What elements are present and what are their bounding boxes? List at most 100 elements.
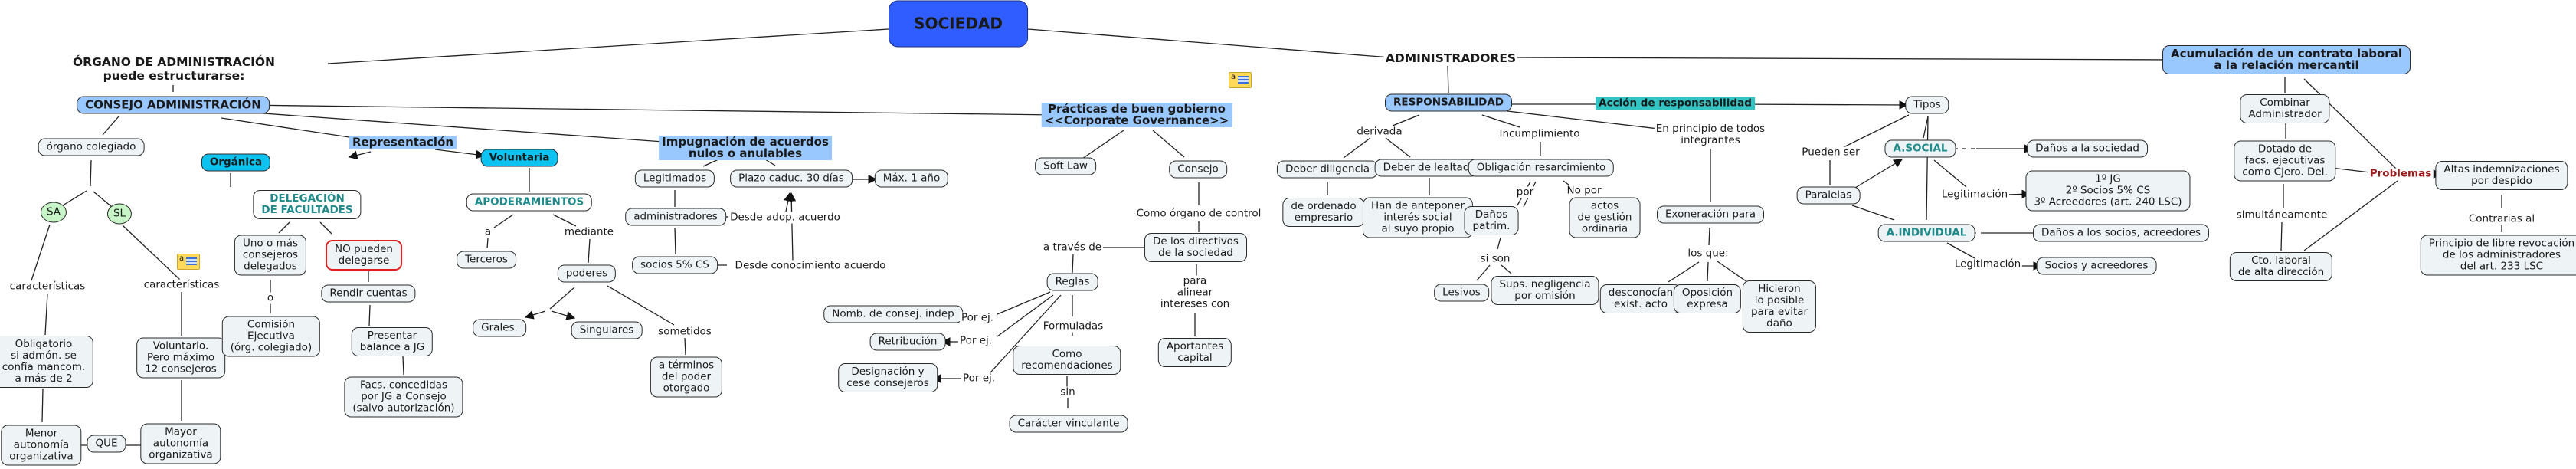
node-combinar-administrador[interactable]: Combinar Administrador — [2240, 94, 2330, 123]
node-altas-indemnizaciones[interactable]: Altas indemnizaciones por despido — [2435, 161, 2568, 190]
node-administradores-legitimados[interactable]: administradores — [625, 208, 726, 226]
node-caracter-vinculante[interactable]: Carácter vinculante — [1009, 415, 1128, 433]
node-han-de-anteponer[interactable]: Han de anteponer interés social al suyo … — [1362, 197, 1474, 238]
node-apoderamientos[interactable]: APODERAMIENTOS — [466, 193, 593, 212]
link — [764, 159, 776, 166]
link — [122, 225, 182, 281]
node-danos-patrimoniales[interactable]: Daños patrim. — [1464, 206, 1519, 235]
link — [434, 149, 486, 159]
node-sups-negligencia[interactable]: Sups. negligencia por omisión — [1491, 276, 1599, 305]
node-plazo-caducidad[interactable]: Plazo caduc. 30 días — [730, 169, 853, 188]
label-en-principio: En principio de todos integrantes — [1654, 123, 1767, 146]
node-organo-colegiado[interactable]: órgano colegiado — [38, 138, 145, 156]
node-danos-sociedad[interactable]: Daños a la sociedad — [2027, 139, 2148, 158]
annotation-note-icon[interactable]: a — [1229, 72, 1252, 88]
link — [41, 388, 44, 423]
label-incumplimiento: Incumplimiento — [1497, 127, 1582, 140]
node-oposicion-expresa[interactable]: Oposición expresa — [1673, 284, 1742, 313]
link — [1668, 261, 1700, 283]
annotation-note-icon[interactable]: a — [177, 254, 200, 270]
node-obligacion-resarcimiento[interactable]: Obligación resarcimiento — [1468, 159, 1615, 177]
node-desconocian[interactable]: desconocían exist. acto — [1599, 284, 1682, 313]
node-principio-libre-revocacion[interactable]: Principio de libre revocación de los adm… — [2420, 235, 2576, 276]
node-poderes[interactable]: poderes — [557, 264, 617, 283]
node-tipos[interactable]: Tipos — [1905, 96, 1949, 114]
node-paralelas[interactable]: Paralelas — [1796, 186, 1861, 205]
link — [1732, 100, 1909, 110]
link — [1343, 137, 1371, 159]
node-terceros[interactable]: Terceros — [457, 251, 516, 269]
node-menor-autonomia[interactable]: Menor autonomía organizativa — [1, 425, 82, 466]
link — [787, 192, 797, 261]
node-legitimados[interactable]: Legitimados — [634, 169, 715, 188]
node-voluntario[interactable]: Voluntario. Pero máximo 12 consejeros — [136, 337, 225, 379]
node-nombramiento-consejeros[interactable]: Nomb. de consej. indep — [823, 305, 963, 323]
node-hicieron-lo-posible[interactable]: Hicieron lo posible para evitar daño — [1742, 280, 1817, 333]
node-retribucion[interactable]: Retribución — [869, 333, 946, 351]
node-obligatorio[interactable]: Obligatorio si admón. se confía mancom. … — [0, 336, 94, 388]
label-legitimacion: Legitimación — [1939, 188, 2010, 201]
node-deber-diligencia[interactable]: Deber diligencia — [1276, 160, 1379, 179]
node-consejo[interactable]: Consejo — [1169, 160, 1227, 179]
node-danos-socios[interactable]: Daños a los socios, acreedores — [2032, 224, 2210, 242]
node-como-recomendaciones[interactable]: Como recomendaciones — [1013, 346, 1121, 375]
node-singulares[interactable]: Singulares — [571, 321, 643, 339]
node-uno-o-mas[interactable]: Uno o más consejeros delegados — [234, 235, 307, 276]
label-contrarias-al: Contrarias al — [2466, 212, 2537, 225]
node-a-individual[interactable]: A.INDIVIDUAL — [1877, 224, 1975, 242]
node-acumulacion-contrato[interactable]: Acumulación de un contrato laboral a la … — [2162, 45, 2411, 74]
node-deber-lealtad[interactable]: Deber de lealtad — [1374, 159, 1478, 177]
link — [2303, 78, 2397, 169]
node-organica[interactable]: Orgánica — [201, 153, 271, 172]
link — [784, 192, 793, 212]
node-no-pueden-delegarse[interactable]: NO pueden delegarse — [326, 240, 402, 271]
root-node-sociedad[interactable]: SOCIEDAD — [889, 0, 1028, 48]
label-sin: sin — [1059, 385, 1077, 398]
node-de-ordenado-empresario[interactable]: de ordenado empresario — [1282, 198, 1365, 227]
node-delegacion-facultades[interactable]: DELEGACIÓN DE FACULTADES — [253, 190, 362, 219]
node-sl[interactable]: SL — [106, 203, 133, 225]
node-facs-concedidas[interactable]: Facs. concedidas por JG a Consejo (salvo… — [344, 376, 463, 418]
node-socios-acreedores[interactable]: Socios y acreedores — [2036, 257, 2157, 275]
node-dotado-facs[interactable]: Dotado de facs. ejecutivas como Cjero. D… — [2234, 140, 2336, 182]
link — [1385, 137, 1411, 158]
node-reglas[interactable]: Reglas — [1046, 273, 1098, 291]
node-socios-5[interactable]: socios 5% CS — [632, 256, 718, 274]
node-exoneracion[interactable]: Exoneración para — [1657, 205, 1764, 224]
node-voluntaria[interactable]: Voluntaria — [480, 149, 558, 167]
link — [1707, 261, 1709, 282]
link — [1082, 130, 1124, 159]
node-actos-gestion-ordinaria[interactable]: actos de gestión ordinaria — [1569, 197, 1641, 238]
node-presentar-balance[interactable]: Presentar balance a JG — [351, 327, 434, 356]
node-grales[interactable]: Grales. — [473, 319, 526, 337]
node-a-social[interactable]: A.SOCIAL — [1884, 139, 1956, 158]
node-mayor-autonomia[interactable]: Mayor autonomía organizativa — [140, 423, 221, 464]
node-aportantes-capital[interactable]: Aportantes capital — [1157, 338, 1232, 367]
node-responsabilidad[interactable]: RESPONSABILIDAD — [1385, 93, 1512, 112]
link — [997, 291, 1051, 315]
link — [278, 221, 290, 234]
node-a-terminos[interactable]: a términos del poder otorgado — [650, 356, 723, 398]
node-designacion-cese[interactable]: Designación y cese consejeros — [838, 363, 938, 392]
node-consejo-administracion[interactable]: CONSEJO ADMINISTRACIÓN — [77, 96, 270, 114]
label-administradores: ADMINISTRADORES — [1383, 51, 1518, 65]
node-lesivos[interactable]: Lesivos — [1434, 284, 1489, 302]
link — [1481, 114, 1520, 128]
label-accion-responsabilidad: Acción de responsabilidad — [1596, 97, 1755, 110]
node-comision-ejecutiva[interactable]: Comisión Ejecutiva (órg. colegiado) — [221, 316, 321, 357]
link — [31, 224, 51, 281]
label-desde-adopcion: Desde adop. acuerdo — [728, 211, 842, 224]
label-o: o — [265, 291, 276, 304]
label-no-por: No por — [1565, 184, 1603, 197]
node-cto-laboral[interactable]: Cto. laboral de alta dirección — [2229, 252, 2333, 281]
node-rendir-cuentas[interactable]: Rendir cuentas — [321, 284, 416, 303]
node-legitimacion-social[interactable]: 1º JG 2º Socios 5% CS 3º Acreedores (art… — [2025, 170, 2191, 212]
node-max-1-ano[interactable]: Máx. 1 año — [874, 169, 949, 188]
link — [241, 111, 675, 143]
node-de-los-directivos[interactable]: De los directivos de la sociedad — [1144, 233, 1247, 262]
node-sa[interactable]: SA — [40, 202, 67, 223]
link — [1507, 110, 1659, 130]
node-soft-law[interactable]: Soft Law — [1035, 157, 1096, 175]
node-que[interactable]: QUE — [87, 435, 126, 453]
